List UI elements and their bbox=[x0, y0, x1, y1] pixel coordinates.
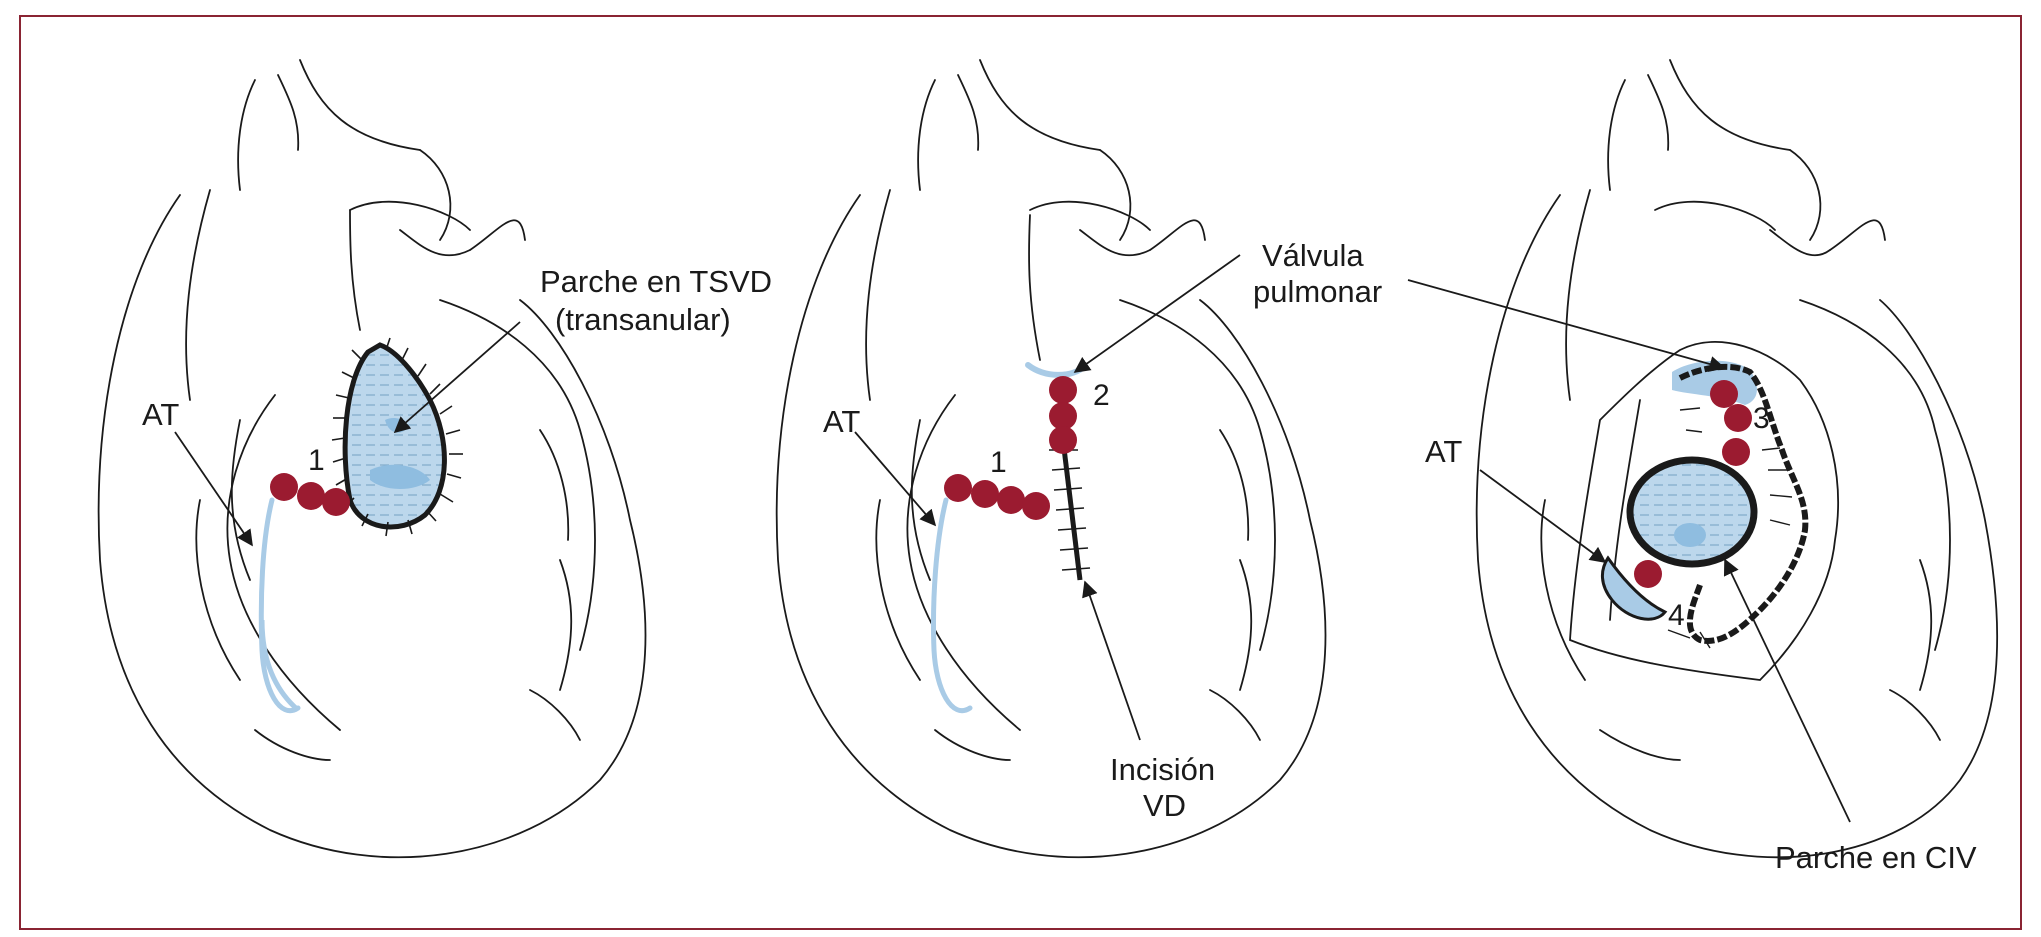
rv-opening-outline bbox=[1678, 363, 1809, 644]
anterior-descending-vessel bbox=[931, 497, 973, 713]
suture-dot-icon bbox=[270, 473, 350, 516]
arrow-icon bbox=[1073, 254, 1241, 373]
label-patch-line2: (transanular) bbox=[555, 302, 731, 337]
suture-dot-icon bbox=[944, 376, 1077, 520]
arrow-icon bbox=[174, 431, 253, 547]
label-incision-line2: VD bbox=[1143, 788, 1186, 823]
arrow-icon bbox=[1723, 558, 1851, 823]
figure-frame bbox=[19, 15, 2022, 930]
label-step-1: 1 bbox=[308, 444, 325, 477]
label-step-3: 3 bbox=[1753, 402, 1770, 435]
heart-outline-icon bbox=[97, 59, 647, 859]
anterior-descending-vessel-lower bbox=[259, 619, 300, 712]
label-at: AT bbox=[142, 397, 179, 432]
arrow-icon bbox=[854, 431, 937, 527]
label-step-1: 1 bbox=[990, 446, 1007, 479]
label-valve-line1: Válvula bbox=[1262, 238, 1364, 273]
panel-2: AT 1 2 Válvula pulmonar Incisión VD bbox=[775, 59, 1382, 859]
suture-ticks bbox=[331, 337, 463, 537]
anterior-descending-vessel bbox=[1601, 555, 1668, 621]
label-at: AT bbox=[823, 404, 860, 439]
suture-dot-icon bbox=[1634, 380, 1752, 588]
panel-1: AT 1 Parche en TSVD (transanular) bbox=[97, 59, 772, 859]
label-step-2: 2 bbox=[1093, 379, 1110, 412]
label-patch-line1: Parche en TSVD bbox=[540, 264, 772, 299]
label-step-4: 4 bbox=[1668, 599, 1685, 632]
rvot-patch bbox=[342, 342, 447, 530]
arrow-icon bbox=[1082, 580, 1141, 741]
arrow-icon bbox=[1407, 279, 1726, 372]
vsd-patch bbox=[1626, 456, 1758, 568]
label-vsd-patch: Parche en CIV bbox=[1775, 840, 1977, 875]
arrow-icon bbox=[393, 321, 521, 434]
anterior-descending-vessel bbox=[258, 497, 301, 713]
panel-3: AT 3 4 Parche en CIV bbox=[1407, 59, 1999, 875]
suture-ticks bbox=[1667, 407, 1793, 649]
heart-outline-icon bbox=[1475, 59, 1999, 859]
label-valve-line2: pulmonar bbox=[1253, 274, 1382, 309]
rv-incision bbox=[1049, 439, 1091, 581]
label-incision-line1: Incisión bbox=[1110, 752, 1215, 787]
label-at: AT bbox=[1425, 434, 1462, 469]
arrow-icon bbox=[1479, 469, 1607, 563]
heart-outline-icon bbox=[775, 59, 1327, 859]
